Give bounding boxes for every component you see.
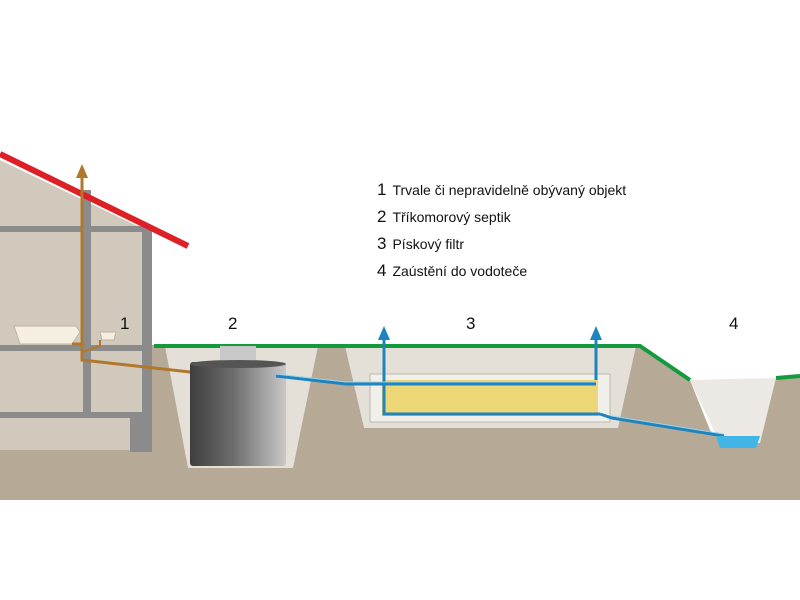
grass-line <box>154 344 692 382</box>
vent-arrow-left <box>378 326 390 340</box>
septic-tank <box>190 346 286 466</box>
house-wall <box>0 160 150 450</box>
house-column-right <box>142 226 152 450</box>
house-column-left <box>83 190 91 418</box>
legend-text: Tříkomorový septik <box>392 209 511 225</box>
legend-text: Pískový filtr <box>392 236 465 252</box>
legend-number: 4 <box>377 261 387 280</box>
legend-item-1: 1 Trvale či nepravidelně obývaný objekt <box>377 180 626 200</box>
house-floor-middle <box>0 345 150 351</box>
legend-number: 2 <box>377 207 387 226</box>
vent-arrow-right <box>590 326 602 340</box>
house-floor-upper <box>0 226 150 232</box>
roof <box>0 151 190 249</box>
house <box>0 151 190 452</box>
legend-text: Zaústění do vodoteče <box>392 263 528 279</box>
house-floor-lower <box>0 412 150 418</box>
house-foundation <box>130 412 152 452</box>
blue-pipes-highlight <box>275 373 725 435</box>
legend-item-4: 4 Zaústění do vodoteče <box>377 261 527 281</box>
callout-1: 1 <box>120 314 130 333</box>
stream-channel <box>690 378 776 443</box>
callout-4: 4 <box>729 314 739 333</box>
callout-3: 3 <box>466 314 476 333</box>
legend-text: Trvale či nepravidelně obývaný objekt <box>392 182 627 198</box>
bathtub-icon <box>13 325 81 345</box>
legend-item-2: 2 Tříkomorový septik <box>377 207 511 227</box>
stream-water <box>716 436 760 448</box>
legend-item-3: 3 Pískový filtr <box>377 234 464 254</box>
blue-pipes <box>275 340 725 438</box>
legend-number: 1 <box>377 180 387 199</box>
callout-2: 2 <box>228 314 238 333</box>
sink-icon <box>99 331 117 341</box>
legend-number: 3 <box>377 234 387 253</box>
grass-line-right <box>775 374 800 380</box>
